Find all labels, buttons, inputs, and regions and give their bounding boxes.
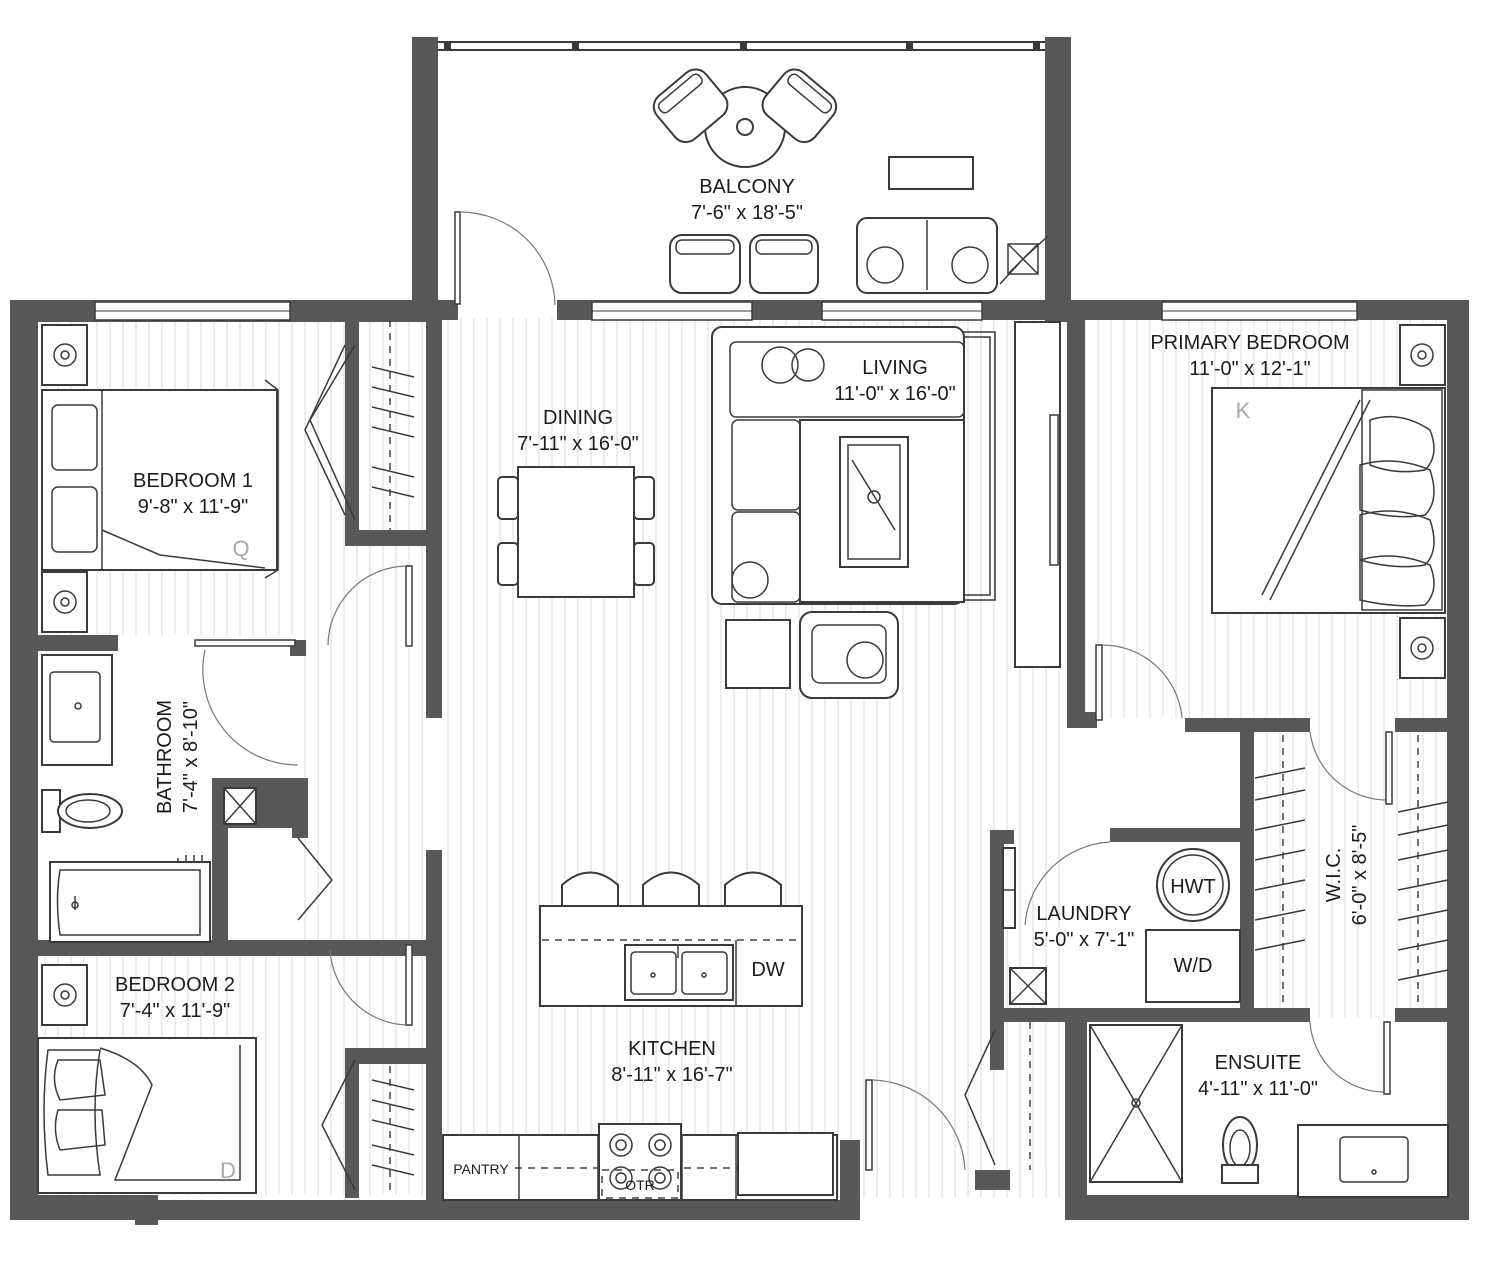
- kitchen-name: KITCHEN: [628, 1038, 716, 1060]
- shower-icon: [1089, 1024, 1183, 1183]
- bar-stools: [561, 871, 782, 907]
- primary-bedroom-size: 11'-0" x 12'-1": [1189, 358, 1311, 380]
- fixture-labels: HWT W/D DW PANTRY OTR: [453, 876, 1216, 1193]
- living-name: LIVING: [862, 357, 928, 379]
- balcony-furniture: [652, 68, 1049, 294]
- hangers-bedroom2: [371, 1079, 415, 1176]
- washer-dryer-label: W/D: [1174, 955, 1213, 977]
- windows: [94, 41, 1358, 321]
- bathroom-name: BATHROOM: [154, 700, 176, 814]
- bedroom2-size: 7'-4" x 11'-9": [120, 1000, 230, 1022]
- sink-icon: [624, 944, 734, 1001]
- toilet-icon: [41, 789, 123, 833]
- bedroom1-size: 9'-8" x 11'-9": [138, 496, 248, 518]
- bedroom2-furniture: [37, 964, 257, 1194]
- primary-bedroom-name: PRIMARY BEDROOM: [1150, 332, 1349, 354]
- dining-furniture: [497, 466, 655, 598]
- primary-bedroom-furniture: [1211, 324, 1446, 679]
- living-size: 11'-0" x 16'-0": [834, 383, 956, 405]
- bathroom-fixtures: [41, 654, 257, 943]
- closets: [371, 320, 1449, 1196]
- otr-label: OTR: [625, 1177, 655, 1193]
- ensuite-name: ENSUITE: [1215, 1052, 1302, 1074]
- bathroom-size: 7'-4" x 8'-10": [180, 701, 202, 813]
- duct-shaft-icon: [223, 787, 257, 825]
- dining-name: DINING: [543, 407, 613, 429]
- bedroom1-name: BEDROOM 1: [133, 470, 253, 492]
- wic-name: W.I.C.: [1323, 848, 1345, 902]
- kitchen-fixtures: [442, 871, 838, 1201]
- balcony-name: BALCONY: [699, 176, 795, 198]
- kitchen-size: 8'-11" x 16'-7": [611, 1064, 733, 1086]
- ensuite-size: 4'-11" x 11'-0": [1198, 1078, 1318, 1100]
- laundry-name: LAUNDRY: [1036, 903, 1131, 925]
- plant-icon: [999, 235, 1049, 285]
- king-bed-label: K: [1236, 398, 1251, 423]
- ensuite-fixtures: [1089, 1024, 1449, 1198]
- laundry-fixtures: [1002, 847, 1241, 1170]
- toilet-icon: [1221, 1116, 1259, 1184]
- duct-shaft-icon: [1009, 967, 1047, 1005]
- bed-size-labels: K Q D: [220, 398, 1251, 1183]
- hangers-bedroom1: [371, 366, 415, 498]
- towel-bar-icon: [177, 855, 203, 862]
- bedroom2-name: BEDROOM 2: [115, 974, 235, 996]
- doors: [194, 211, 1393, 1191]
- laundry-size: 5'-0" x 7'-1": [1034, 929, 1135, 951]
- living-furniture: [711, 321, 1061, 699]
- hangers-wic: [1254, 767, 1449, 981]
- coffee-table: [839, 436, 909, 568]
- wic-size: 6'-0" x 8'-5": [1349, 825, 1371, 926]
- pantry-label: PANTRY: [453, 1161, 509, 1177]
- balcony-size: 7'-6" x 18'-5": [691, 202, 803, 224]
- queen-bed-label: Q: [232, 536, 249, 561]
- hwt-label: HWT: [1170, 876, 1216, 898]
- range-icon: [598, 1123, 682, 1201]
- dishwasher-label: DW: [751, 959, 784, 981]
- room-labels: BALCONY 7'-6" x 18'-5" DINING 7'-11" x 1…: [115, 176, 1371, 1100]
- bathtub-icon: [49, 861, 211, 943]
- dining-size: 7'-11" x 16'-0": [517, 433, 639, 455]
- bedroom1-furniture: [41, 324, 279, 633]
- double-bed-label: D: [220, 1158, 236, 1183]
